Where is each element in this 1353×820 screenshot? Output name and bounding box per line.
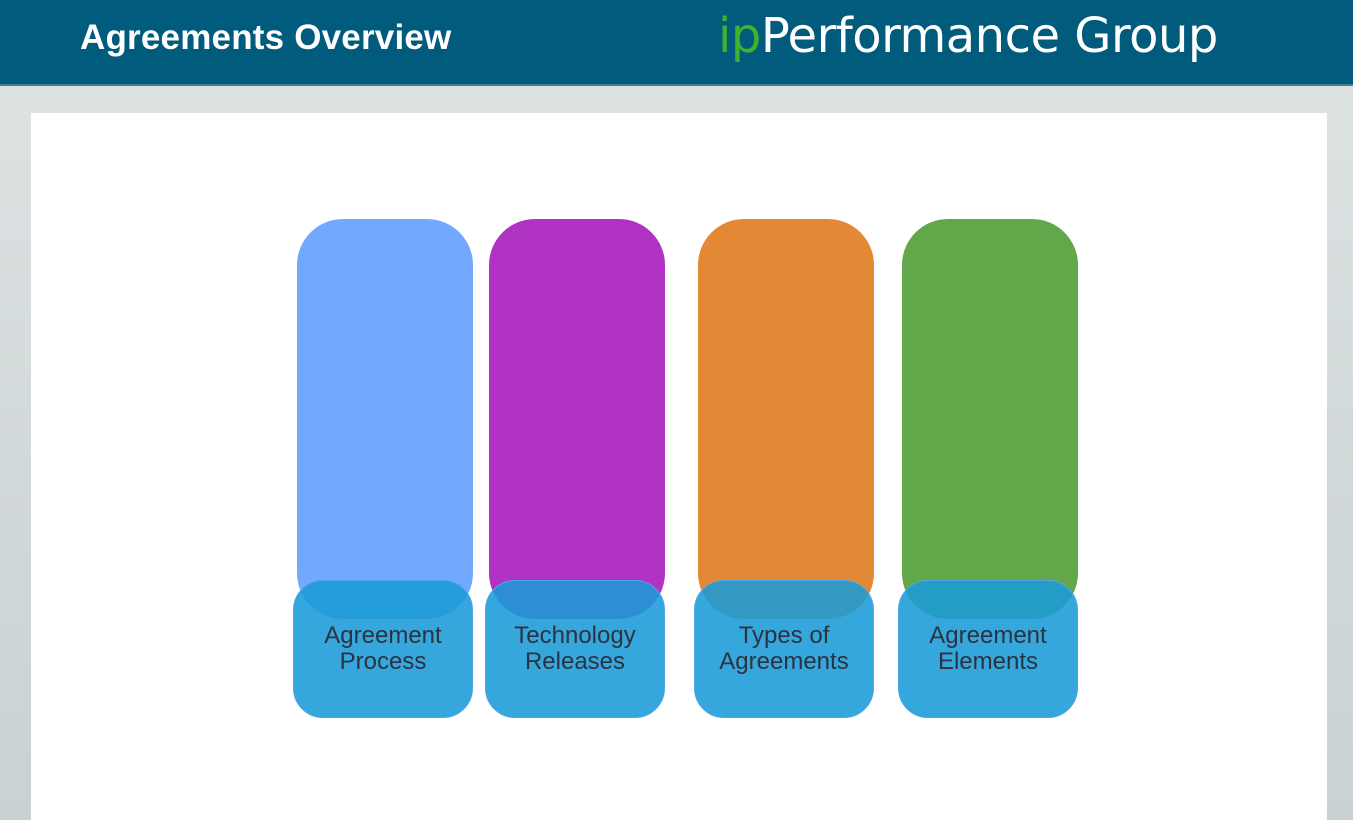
brand-prefix: ip (718, 8, 761, 64)
page-title: Agreements Overview (80, 18, 452, 57)
pillar-label-box: Agreement Process (293, 580, 473, 718)
pillar-technology-releases (489, 219, 665, 619)
pillar-agreement-elements (902, 219, 1078, 619)
pillar-agreement-process (297, 219, 473, 619)
pillar-types-of-agreements (698, 219, 874, 619)
pillar-label: Technology Releases (514, 622, 636, 675)
pillar-label-box: Types of Agreements (694, 580, 874, 718)
brand-logo: ipPerformance Group (718, 8, 1218, 64)
pillar-label: Types of Agreements (719, 622, 849, 675)
slide-canvas: Agreement Process Technology Releases Ty… (31, 113, 1327, 820)
brand-name: Performance Group (760, 8, 1219, 64)
pillar-label: Agreement Elements (929, 622, 1047, 675)
pillar-label-box: Technology Releases (485, 580, 665, 718)
pillar-label-box: Agreement Elements (898, 580, 1078, 718)
pillar-label: Agreement Process (324, 622, 442, 675)
header-bar: Agreements Overview ipPerformance Group (0, 0, 1353, 86)
